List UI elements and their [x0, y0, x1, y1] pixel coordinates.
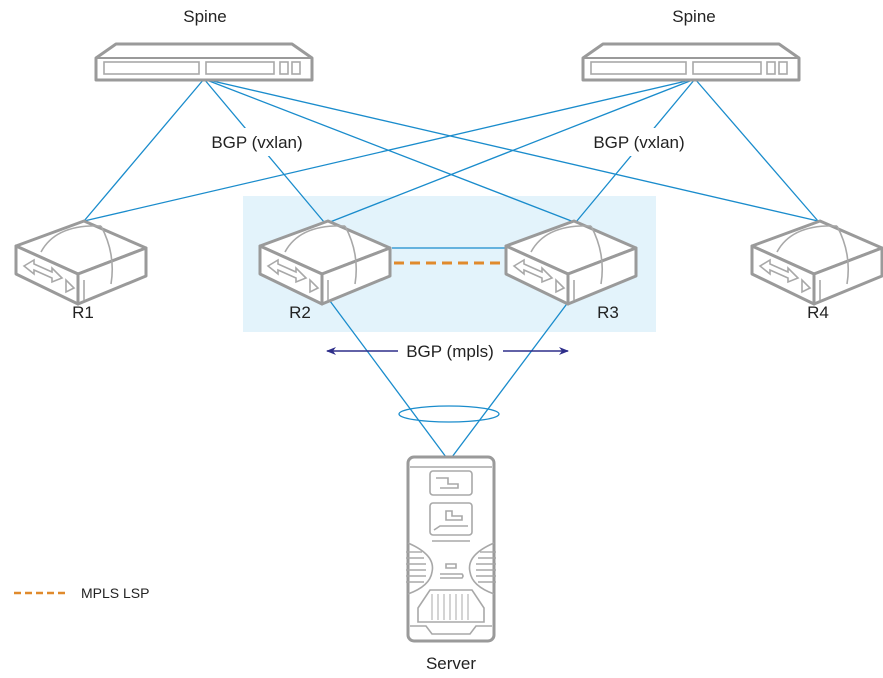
- r2-label: R2: [289, 303, 311, 322]
- lag-bundle-ellipse: [398, 405, 500, 423]
- legend: MPLS LSP: [14, 585, 149, 601]
- link-spine-left-r4: [203, 78, 819, 222]
- spine-right-device[interactable]: [581, 42, 801, 82]
- r4-label: R4: [807, 303, 829, 322]
- r3-label: R3: [597, 303, 619, 322]
- link-spine-left-r1: [83, 78, 205, 222]
- bgp-mpls-label: BGP (mpls): [406, 342, 494, 361]
- router-icon: [14, 219, 148, 306]
- bgp-vxlan-right-label: BGP (vxlan): [593, 133, 684, 152]
- switch-icon: [94, 42, 314, 82]
- router-icon: [750, 219, 883, 306]
- server-icon: [406, 455, 496, 643]
- spine-left-label: Spine: [183, 7, 226, 26]
- server-label: Server: [426, 654, 476, 673]
- link-r2-server: [326, 296, 447, 458]
- r1-device[interactable]: [14, 219, 148, 306]
- legend-mpls-lsp-label: MPLS LSP: [81, 585, 149, 601]
- server-device[interactable]: [406, 455, 496, 643]
- links: [83, 78, 819, 458]
- r4-device[interactable]: [750, 219, 883, 306]
- switch-icon: [581, 42, 801, 82]
- link-spine-right-r1: [83, 78, 696, 222]
- link-spine-right-r4: [694, 78, 819, 222]
- spine-right-label: Spine: [672, 7, 715, 26]
- r1-label: R1: [72, 303, 94, 322]
- link-r3-server: [451, 296, 573, 458]
- spine-left-device[interactable]: [94, 42, 314, 82]
- bgp-vxlan-left-label: BGP (vxlan): [211, 133, 302, 152]
- link-spine-right-r2: [329, 78, 696, 223]
